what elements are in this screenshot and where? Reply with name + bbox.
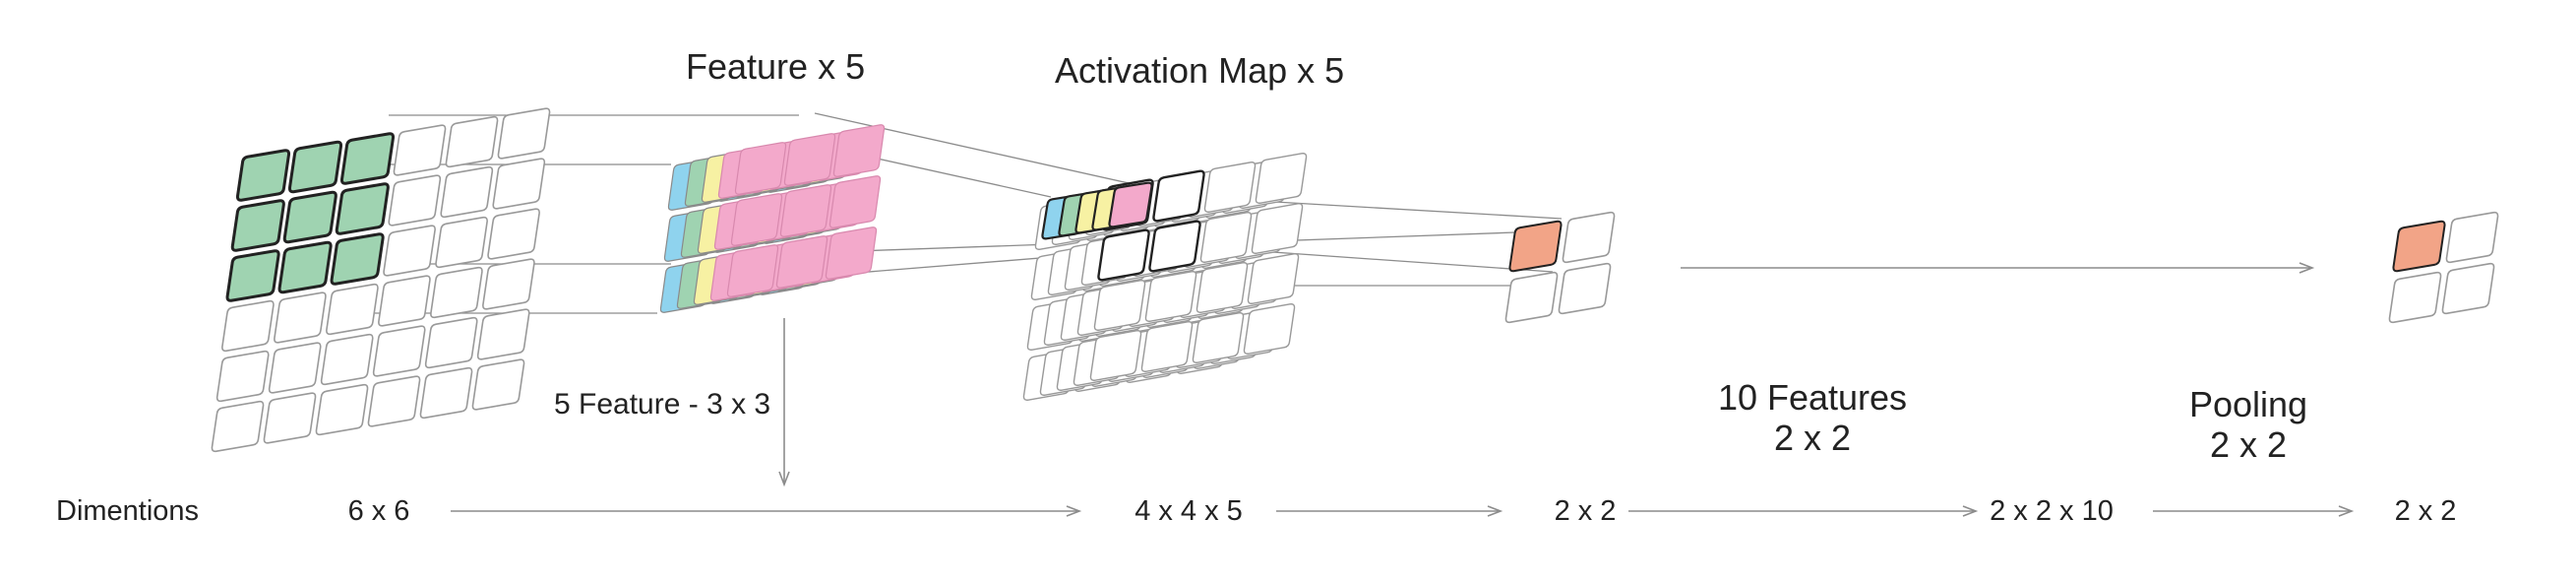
- activation-cell: [1152, 169, 1205, 223]
- dimension-input: 6 x 6: [348, 495, 410, 527]
- connector-lines: [374, 112, 1563, 314]
- input-cell: [393, 124, 447, 176]
- input-cell: [372, 325, 426, 377]
- activation-cell: [1089, 330, 1142, 381]
- input-cell-highlighted: [287, 140, 343, 194]
- activation-cell: [1097, 228, 1150, 282]
- feature-filter-cell: [726, 244, 779, 297]
- pooling-output-2x2: [2388, 211, 2499, 324]
- pooled-cell: [2388, 271, 2442, 324]
- feature-filter-cell: [775, 235, 828, 289]
- input-cell: [315, 383, 369, 436]
- activation-value-cell: [1108, 181, 1153, 228]
- feature-filter-cell: [779, 184, 832, 237]
- activation-cell: [1247, 253, 1300, 304]
- input-cell: [492, 158, 546, 210]
- input-cell-highlighted: [230, 199, 285, 252]
- ten-features-label: 10 Features: [1718, 377, 1907, 418]
- feature-title: Feature x 5: [686, 46, 865, 87]
- activation-cell: [1144, 271, 1197, 322]
- input-cell: [471, 358, 525, 411]
- input-cell-highlighted: [235, 149, 291, 202]
- input-cell: [497, 107, 551, 160]
- pooled-cell: [2441, 262, 2495, 315]
- conv-output-cell: [1558, 262, 1612, 315]
- activation-cell: [1255, 153, 1308, 204]
- activation-cell: [1251, 203, 1304, 254]
- input-cell: [476, 308, 530, 360]
- feature-filter-stack: [659, 124, 886, 313]
- input-cell-highlighted: [225, 249, 280, 302]
- arrow-conv-to-pool-head: [2299, 262, 2315, 274]
- activation-cell: [1203, 162, 1257, 213]
- dimensions-label: Dimentions: [56, 495, 199, 527]
- conv-output-cell: [1562, 211, 1616, 264]
- conv-output-2x2: [1504, 211, 1616, 324]
- pooling-label: Pooling: [2189, 384, 2307, 424]
- activation-map-stack: [1022, 153, 1308, 401]
- activation-cell: [1093, 280, 1146, 331]
- arrow-conv-to-features-head: [1962, 505, 1979, 517]
- input-cell-highlighted: [339, 132, 396, 185]
- dimension-ten-features: 2 x 2 x 10: [1990, 495, 2114, 527]
- input-cell: [367, 375, 421, 427]
- pooling-size: 2 x 2: [2210, 424, 2287, 465]
- activation-cell: [1243, 303, 1296, 355]
- input-cell: [221, 299, 275, 353]
- input-cell: [268, 342, 322, 394]
- input-cell: [487, 208, 540, 260]
- dimension-pooled: 2 x 2: [2395, 495, 2457, 527]
- input-cell: [424, 316, 478, 369]
- input-cell: [435, 216, 488, 269]
- input-cell: [215, 350, 270, 403]
- feature-filter-cell: [832, 124, 886, 177]
- five-feature-label: 5 Feature - 3 x 3: [554, 388, 770, 421]
- input-cell: [211, 400, 265, 453]
- conv-output-cell: [1504, 271, 1559, 324]
- input-cell: [388, 174, 442, 227]
- arrow-input-to-activation-head: [1066, 505, 1082, 517]
- input-cell: [383, 225, 436, 277]
- input-cell-highlighted: [277, 240, 333, 294]
- pooled-cell-highlighted: [2392, 220, 2446, 273]
- dimension-conv-output: 2 x 2: [1555, 495, 1617, 527]
- feature-filter-cell: [730, 193, 783, 246]
- arrow-activation-to-conv-head: [1487, 505, 1503, 517]
- input-cell: [430, 266, 483, 319]
- input-cell: [482, 258, 535, 310]
- arrow-features-to-pooled-head: [2338, 505, 2355, 517]
- input-cell-highlighted: [282, 190, 337, 244]
- input-grid-6x6: [211, 107, 551, 453]
- activation-cell: [1199, 212, 1253, 263]
- feature-filter-cell: [825, 227, 878, 280]
- activation-cell: [1196, 262, 1249, 313]
- activation-cell: [1148, 220, 1201, 273]
- arrow-feature-down-head: [778, 471, 790, 487]
- input-cell: [326, 283, 379, 336]
- feature-filter-cell: [783, 133, 836, 186]
- input-cell: [440, 165, 494, 219]
- conv-output-cell-highlighted: [1508, 220, 1563, 273]
- activation-map-title: Activation Map x 5: [1055, 50, 1344, 91]
- input-cell: [274, 292, 327, 344]
- input-cell: [263, 392, 317, 444]
- dimension-activation: 4 x 4 x 5: [1135, 495, 1243, 527]
- input-cell-highlighted: [330, 232, 385, 286]
- input-cell-highlighted: [335, 182, 390, 235]
- feature-filter-cell: [828, 175, 882, 228]
- activation-cell: [1192, 312, 1245, 363]
- input-cell: [419, 366, 473, 420]
- input-cell: [320, 333, 374, 386]
- activation-cell: [1140, 321, 1194, 372]
- feature-filter-cell: [734, 142, 787, 195]
- pooled-cell: [2445, 211, 2499, 264]
- input-cell: [445, 115, 499, 168]
- input-cell: [378, 275, 431, 327]
- flow-arrows: [451, 262, 2355, 517]
- ten-features-size: 2 x 2: [1774, 418, 1851, 458]
